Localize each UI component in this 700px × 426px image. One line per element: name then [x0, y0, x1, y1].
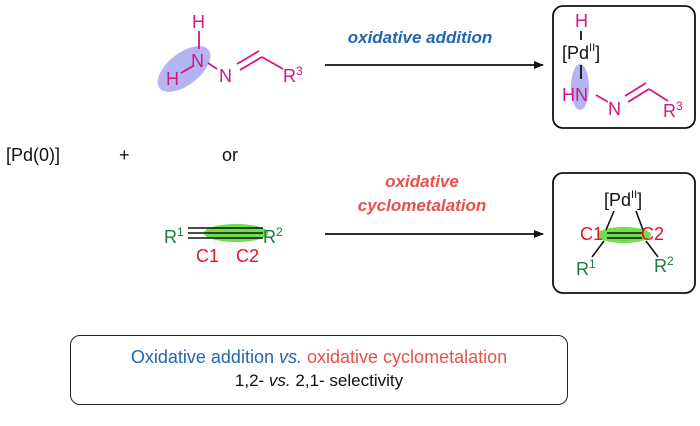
summary-box: Oxidative addition vs. oxidative cyclome… [70, 335, 568, 405]
cyclometalation-label-line2: cyclometalation [358, 196, 487, 215]
pd-nh-highlight [571, 64, 589, 110]
product-top-h: H [575, 11, 588, 31]
product-top-pd: [PdII] [562, 42, 600, 63]
hydrazone-h-left: H [166, 69, 179, 89]
cyclometalation-label-line1: oxidative [385, 172, 459, 191]
nh-bond-highlight [157, 46, 211, 92]
summary-selectivity-a: 1,2- [234, 371, 265, 390]
hydrazone-r3: R3 [283, 64, 303, 86]
summary-vs-1: vs. [278, 347, 302, 367]
or-label: or [222, 145, 238, 165]
product-bottom-box [552, 172, 696, 294]
product-bottom-pd: [PdII] [604, 189, 642, 210]
product-bottom-c1: C1 [580, 224, 603, 244]
metallacycle-bonds [591, 210, 659, 258]
product-bottom-r1: R1 [576, 257, 596, 279]
product-bottom-r2: R2 [654, 254, 674, 276]
summary-oxidative-cyclometalation: oxidative cyclometalation [307, 347, 508, 367]
product-top-box [552, 5, 696, 129]
hydrazone-n1: N [191, 51, 204, 71]
hydrazone-n2: N [219, 66, 232, 86]
plus-sign: + [119, 145, 130, 165]
product-bottom-c2: C2 [641, 224, 664, 244]
product-top-n: N [608, 99, 621, 119]
c1-c2-highlight [597, 227, 651, 243]
summary-selectivity-b: 2,1- selectivity [295, 371, 404, 390]
alkyne-c1: C1 [196, 246, 219, 266]
summary-oxidative-addition: Oxidative addition [130, 347, 274, 367]
summary-line-1: Oxidative addition vs. oxidative cyclome… [71, 345, 567, 369]
summary-vs-2: vs. [268, 371, 291, 390]
alkyne-r1: R1 [164, 225, 184, 247]
alkyne-r2: R2 [263, 225, 283, 247]
alkyne-c2: C2 [236, 246, 259, 266]
product-top-hn: HN [562, 85, 588, 105]
product-top-bonds [595, 82, 669, 103]
oxidative-addition-label: oxidative addition [348, 28, 493, 47]
alkyne-triple-bond [188, 227, 263, 239]
product-top-r3: R3 [663, 99, 683, 121]
summary-line-2: 1,2- vs. 2,1- selectivity [71, 369, 567, 393]
hydrazone-bonds [180, 31, 284, 74]
pd0-label: [Pd(0)] [6, 145, 60, 165]
hydrazone-h-top: H [192, 12, 205, 32]
